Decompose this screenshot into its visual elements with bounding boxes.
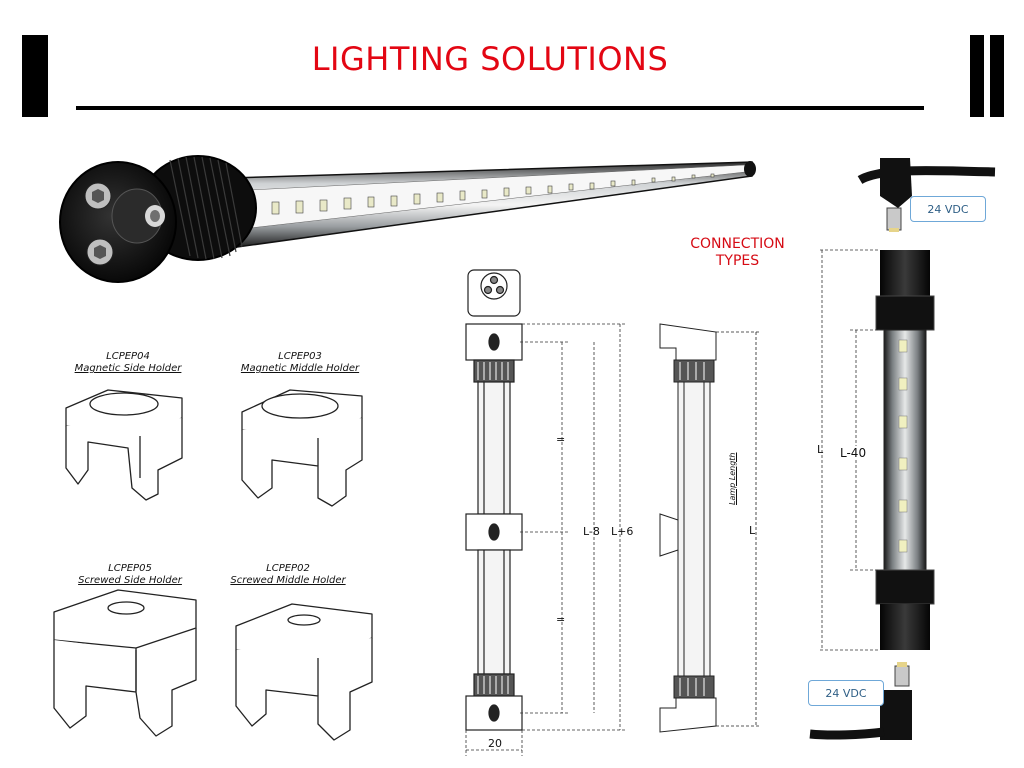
holder-name-lcpep02: Screwed Middle Holder (230, 575, 346, 586)
voltage-badge-top: 24 VDC (910, 196, 986, 222)
connection-line2: TYPES (715, 253, 760, 269)
holder-code-lcpep03: LCPEP03 (278, 351, 322, 362)
dimension-lines (465, 323, 625, 756)
dim-l-side: L (749, 524, 756, 537)
side-view-drawing (659, 323, 760, 733)
holder-name-lcpep05: Screwed Side Holder (78, 575, 182, 586)
dim-width: 20 (488, 737, 502, 750)
holder-code-lcpep04: LCPEP04 (106, 351, 150, 362)
holder-code-lcpep05: LCPEP05 (108, 563, 152, 574)
connection-line1: CONNECTION (690, 236, 785, 252)
dim-l-plus-6: L+6 (611, 525, 634, 538)
dim-l-right: L (817, 443, 824, 456)
right-decorative-bar-1 (970, 35, 984, 117)
page-title: LIGHTING SOLUTIONS (311, 40, 669, 78)
left-decorative-bar (22, 35, 48, 117)
dim-l-minus-40: L-40 (840, 446, 867, 460)
dim-equal-upper: = (556, 433, 566, 446)
holder-name-lcpep03: Magnetic Middle Holder (240, 363, 360, 374)
lamp-3d-render (59, 155, 756, 283)
connection-lamp (809, 158, 996, 740)
dim-l-minus-8: L-8 (583, 525, 600, 538)
dim-lamp-length-label: Lamp Length (728, 452, 737, 505)
connection-types-heading: CONNECTION TYPES (670, 236, 805, 270)
holder-drawings (53, 389, 373, 741)
voltage-badge-bottom: 24 VDC (808, 680, 884, 706)
right-decorative-bar-2 (990, 35, 1004, 117)
title-underline (76, 106, 924, 110)
holder-name-lcpep04: Magnetic Side Holder (74, 363, 182, 374)
front-view-drawing (465, 269, 523, 731)
dim-equal-lower: = (556, 613, 566, 626)
holder-code-lcpep02: LCPEP02 (266, 563, 310, 574)
